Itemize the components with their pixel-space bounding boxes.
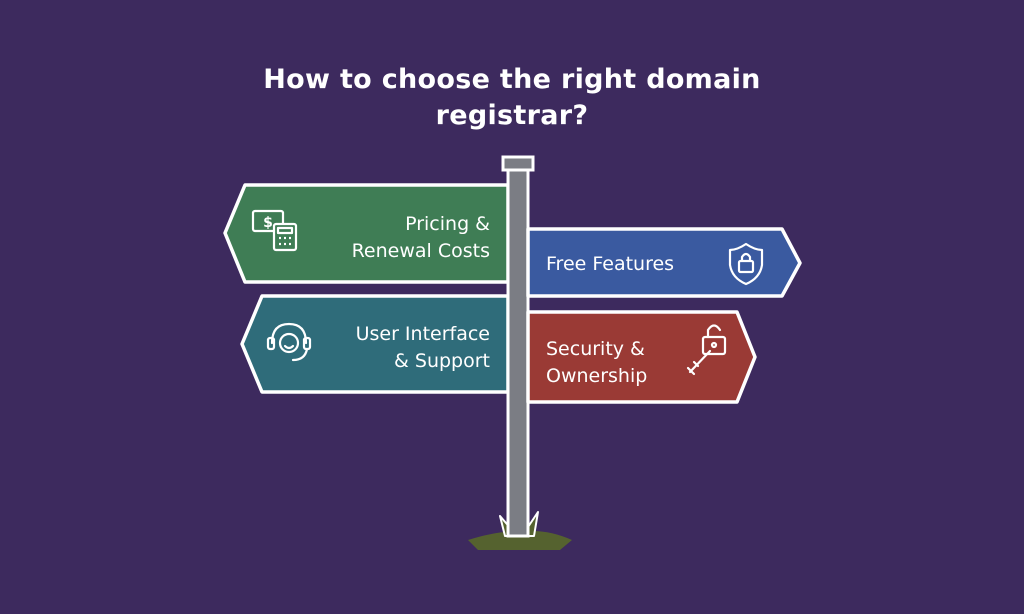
sign-user-interface-support: User Interface & Support: [240, 294, 510, 394]
sign-user-interface-line-2: & Support: [394, 350, 490, 372]
diagram-title: How to choose the right domain registrar…: [0, 62, 1024, 134]
sign-free-features-label: Free Features: [546, 253, 674, 275]
sign-user-interface-line-1: User Interface: [356, 323, 490, 345]
sign-pricing-line-1: Pricing &: [405, 213, 490, 235]
sign-free-features: Free Features: [526, 227, 802, 298]
headset-support-icon: [266, 322, 312, 362]
shield-lock-icon: [728, 242, 764, 286]
sign-security-ownership: Security & Ownership: [526, 310, 757, 404]
sign-security-line-2: Ownership: [546, 365, 647, 387]
sign-pricing-renewal: $ Pricing & Renewal Costs: [223, 183, 510, 284]
key-padlock-icon: [686, 324, 727, 376]
money-calculator-icon: $: [251, 209, 298, 252]
title-line-1: How to choose the right domain: [263, 64, 761, 95]
sign-pricing-line-2: Renewal Costs: [352, 240, 490, 262]
title-line-2: registrar?: [435, 100, 589, 131]
svg-text:$: $: [263, 215, 273, 231]
sign-security-line-1: Security &: [546, 338, 645, 360]
